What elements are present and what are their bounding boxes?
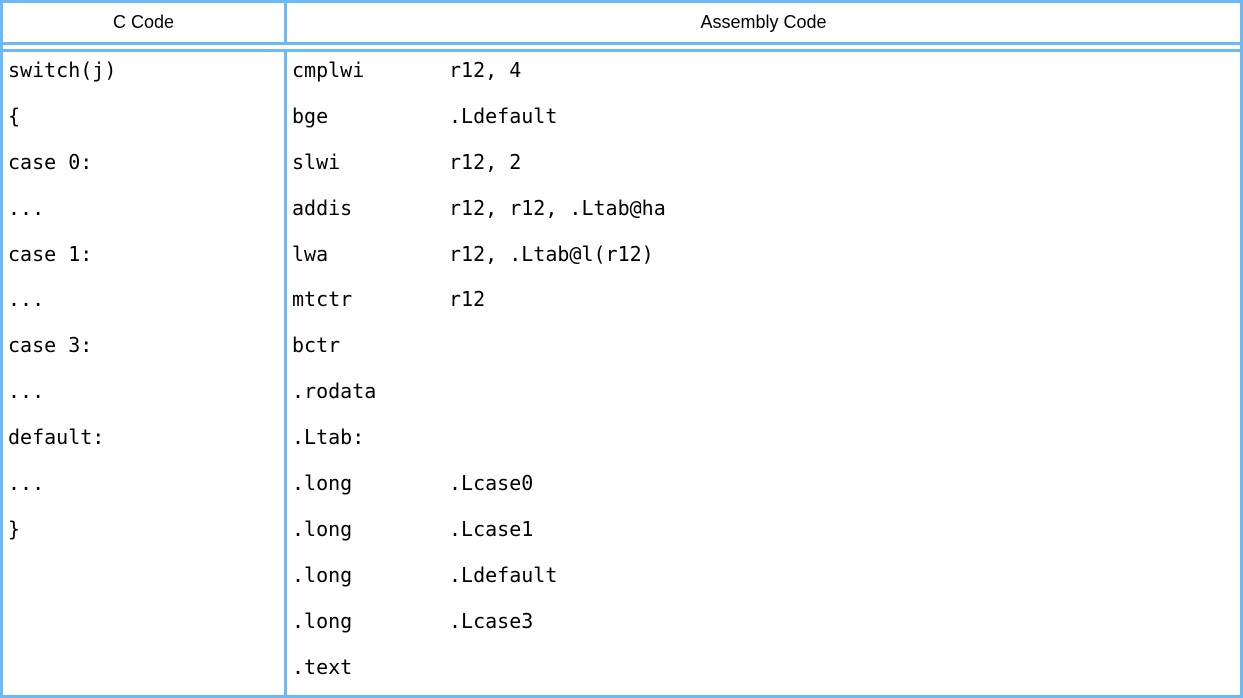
assembly-mnemonic: .long [292, 608, 353, 633]
c-code-line: ... [8, 287, 45, 312]
assembly-line: .long .Lcase3 [292, 609, 1240, 655]
c-code-line: ... [8, 379, 45, 404]
assembly-line: .long .Ldefault [292, 563, 1240, 609]
assembly-line: addis r12, r12, .Ltab@ha [292, 196, 1240, 242]
c-code-line: { [8, 103, 21, 128]
assembly-mnemonic: bctr [292, 333, 341, 358]
assembly-line: slwi r12, 2 [292, 150, 1240, 196]
assembly-mnemonic: cmplwi [292, 58, 365, 82]
assembly-line: bctr [292, 333, 1240, 379]
assembly-mnemonic: bge [292, 103, 329, 128]
c-code-line: case 1: [8, 241, 93, 266]
c-code-column-header: C Code [3, 3, 287, 42]
assembly-mnemonic: lwa [292, 241, 329, 266]
assembly-operands: .Lcase1 [449, 516, 534, 541]
assembly-mnemonic: addis [292, 195, 353, 220]
assembly-mnemonic: .text [292, 654, 353, 679]
table-header-row: C Code Assembly Code [3, 3, 1240, 52]
c-code-line: ... [8, 195, 45, 220]
assembly-mnemonic: .long [292, 562, 353, 587]
assembly-line: .long .Lcase1 [292, 517, 1240, 563]
assembly-operands: r12, 2 [449, 149, 522, 174]
c-code-line: } [8, 516, 21, 541]
assembly-line: lwa r12, .Ltab@l(r12) [292, 242, 1240, 288]
c-code-line: default: [8, 425, 105, 450]
assembly-line: .Ltab: [292, 425, 1240, 471]
c-code-line: switch(j) [8, 58, 117, 82]
assembly-mnemonic: .long [292, 471, 353, 496]
assembly-line: .long .Lcase0 [292, 471, 1240, 517]
c-code-line: case 3: [8, 333, 93, 358]
assembly-line: .rodata [292, 379, 1240, 425]
assembly-operands: .Ldefault [449, 562, 558, 587]
table-body-row: switch(j) { case 0:... case 1:... case 3:...… [3, 52, 1240, 695]
assembly-line: cmplwi r12, 4 [292, 58, 1240, 104]
assembly-mnemonic: slwi [292, 149, 341, 174]
assembly-code-cell: cmplwi r12, 4 bge .Ldefault slwi r12, 2 addis r… [287, 52, 1240, 695]
assembly-mnemonic: .Ltab: [292, 425, 365, 450]
assembly-mnemonic: .long [292, 516, 353, 541]
assembly-line: mtctr r12 [292, 287, 1240, 333]
assembly-operands: .Lcase3 [449, 608, 534, 633]
c-code-line: ... [8, 471, 45, 496]
assembly-line: bge .Ldefault [292, 104, 1240, 150]
assembly-operands: r12, 4 [449, 58, 522, 82]
c-code-line: case 0: [8, 149, 93, 174]
assembly-line: .text [292, 655, 1240, 695]
assembly-mnemonic: mtctr [292, 287, 353, 312]
assembly-operands: .Ldefault [449, 103, 558, 128]
assembly-code-column-header: Assembly Code [700, 12, 827, 32]
assembly-mnemonic: .rodata [292, 379, 377, 404]
assembly-operands: .Lcase0 [449, 471, 534, 496]
assembly-operands: r12 [449, 287, 486, 312]
assembly-operands: r12, r12, .Ltab@ha [449, 195, 666, 220]
assembly-operands: r12, .Ltab@l(r12) [449, 241, 654, 266]
c-code-cell: switch(j) { case 0:... case 1:... case 3:...… [3, 52, 287, 695]
